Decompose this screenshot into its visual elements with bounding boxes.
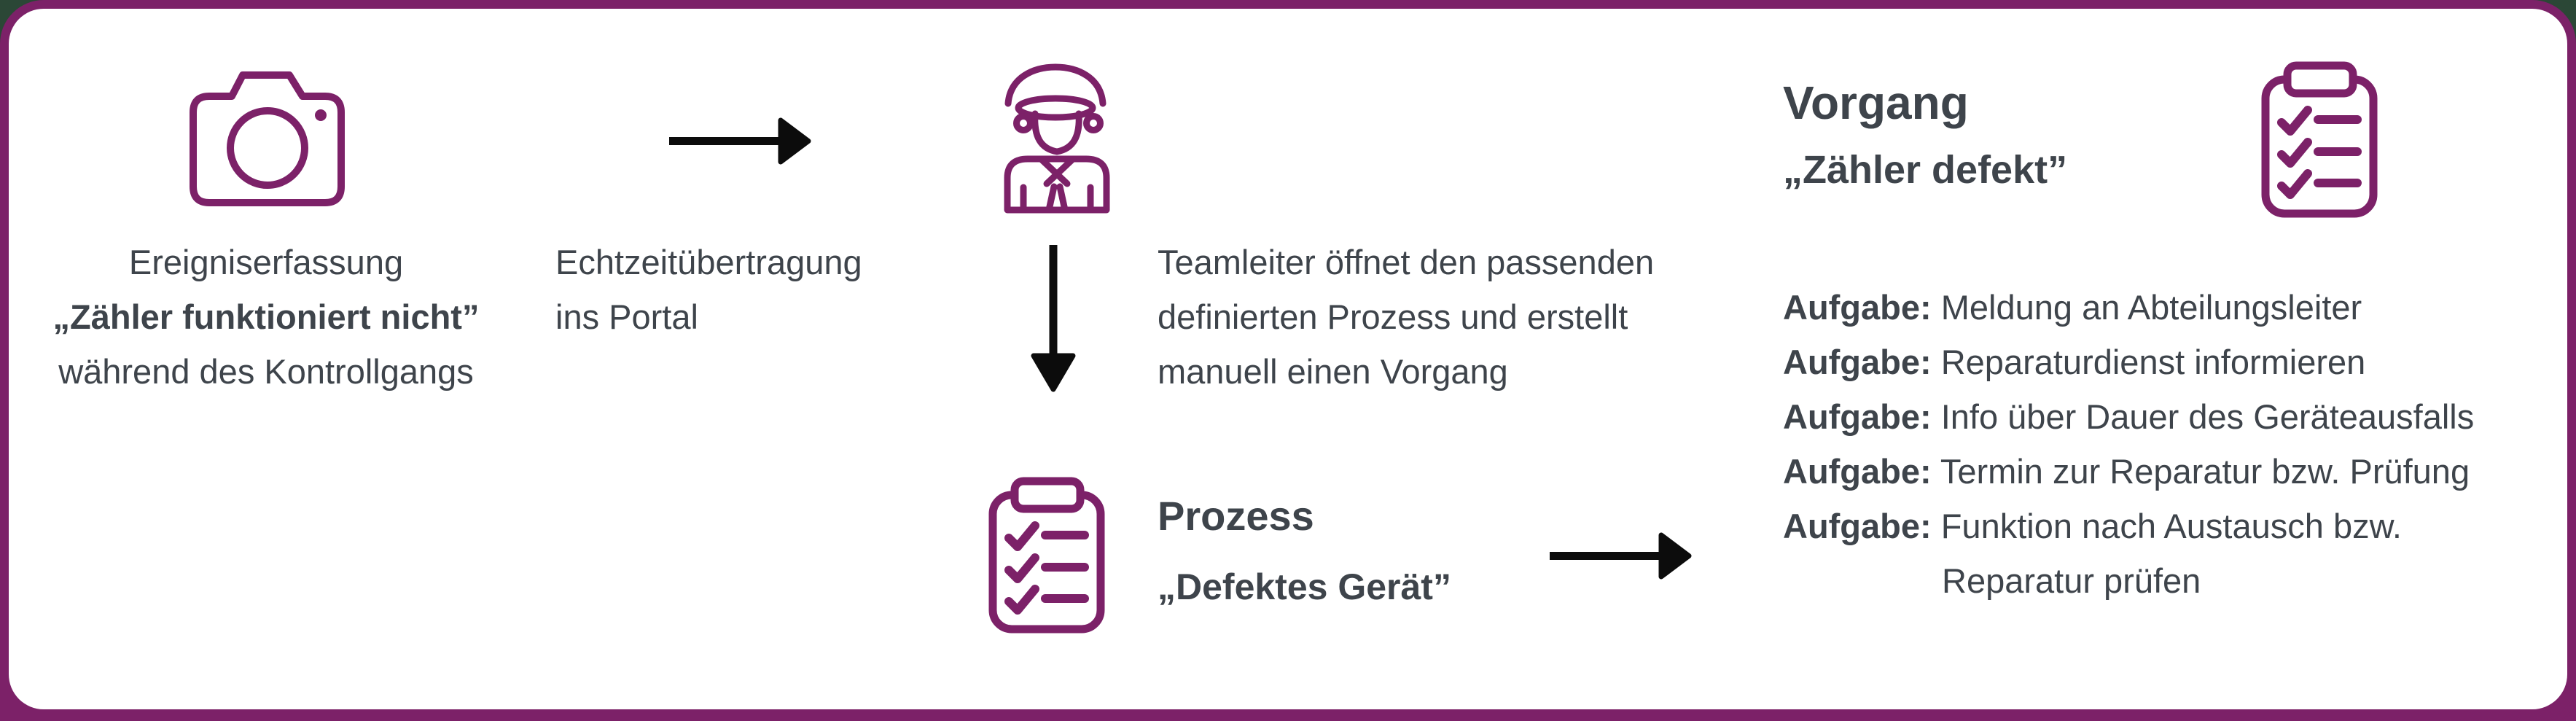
vorgang-name: „Zähler defekt”: [1783, 148, 2068, 192]
task-item: Aufgabe: Reparaturdienst informieren: [1783, 335, 2526, 389]
realtime-transfer-line2: ins Portal: [555, 297, 698, 336]
realtime-transfer-caption: Echtzeitübertragung ins Portal: [555, 235, 905, 344]
event-capture-line3: während des Kontrollgangs: [58, 352, 474, 391]
task-text: Reparaturdienst informieren: [1940, 343, 2366, 381]
task-text: Funktion nach Austausch bzw.: [1940, 507, 2402, 545]
teamleader-note: Teamleiter öffnet den passenden definier…: [1158, 235, 1712, 399]
vorgang-title: Vorgang: [1783, 77, 1969, 129]
task-item: Aufgabe: Info über Dauer des Geräteausfa…: [1783, 389, 2526, 444]
task-list: Aufgabe: Meldung an Abteilungsleiter Auf…: [1783, 280, 2526, 608]
teamleader-note-line3: manuell einen Vorgang: [1158, 352, 1508, 391]
event-capture-line1: Ereigniserfassung: [128, 243, 404, 281]
process-title: Prozess: [1158, 493, 1314, 539]
task-item: Aufgabe: Funktion nach Austausch bzw.: [1783, 499, 2526, 553]
process-label: Prozess „Defektes Gerät”: [1158, 487, 1566, 611]
event-capture-line2: „Zähler funktioniert nicht”: [52, 297, 480, 336]
task-item: Aufgabe: Termin zur Reparatur bzw. Prüfu…: [1783, 444, 2526, 499]
task-item: Aufgabe: Meldung an Abteilungsleiter: [1783, 280, 2526, 335]
task-label: Aufgabe:: [1783, 397, 1932, 436]
arrow-right-icon: [1550, 531, 1693, 580]
checklist-icon: [2258, 60, 2381, 219]
diagram-card: [9, 9, 2567, 709]
arrow-right-icon: [669, 116, 812, 165]
task-label: Aufgabe:: [1783, 288, 1932, 327]
arrow-down-icon: [1029, 245, 1078, 402]
event-capture-caption: Ereigniserfassung „Zähler funktioniert n…: [42, 235, 490, 399]
vorgang-header: Vorgang „Zähler defekt”: [1783, 71, 2235, 195]
camera-icon: [187, 66, 346, 207]
teamleader-note-line2: definierten Prozess und erstellt: [1158, 297, 1628, 336]
task-label: Aufgabe:: [1783, 452, 1932, 491]
task-label: Aufgabe:: [1783, 343, 1932, 381]
task-text: Termin zur Reparatur bzw. Prüfung: [1940, 452, 2470, 491]
task-text: Info über Dauer des Geräteausfalls: [1940, 397, 2475, 436]
teamleader-icon: [997, 63, 1117, 214]
process-name: „Defektes Gerät”: [1158, 566, 1451, 607]
task-item-continuation: Reparatur prüfen: [1942, 561, 2201, 600]
task-label: Aufgabe:: [1783, 507, 1932, 545]
realtime-transfer-line1: Echtzeitübertragung: [555, 243, 862, 281]
task-text: Meldung an Abteilungsleiter: [1940, 288, 2362, 327]
checklist-icon: [985, 475, 1108, 634]
teamleader-note-line1: Teamleiter öffnet den passenden: [1158, 243, 1655, 281]
